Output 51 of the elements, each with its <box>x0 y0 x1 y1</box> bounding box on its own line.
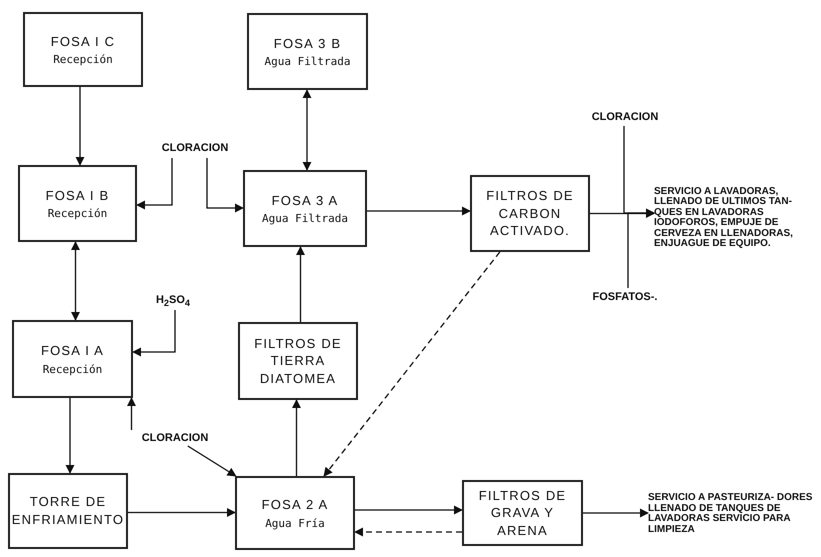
note-text: SERVICIO A PASTEURIZA- DORES LLENADO DE TANQUES DE LAVADORAS SERVICIO PARA LIMPIEZA <box>648 493 814 535</box>
arrow <box>136 158 173 210</box>
arrow <box>70 241 80 321</box>
process-box <box>12 320 133 398</box>
arrow <box>355 505 463 515</box>
process-box <box>23 12 143 87</box>
box-subtitle: Agua Filtrada <box>262 212 348 226</box>
box-subtitle: Agua Filtrada <box>264 55 351 68</box>
process-box <box>243 170 367 247</box>
arrow <box>206 158 244 213</box>
arrow <box>187 445 237 477</box>
box-subtitle: Agua Fría <box>265 516 325 530</box>
box-title: FILTROS DE TIERRA DIATOMEA <box>253 334 343 388</box>
arrow <box>302 89 312 171</box>
process-box <box>8 473 128 549</box>
arrow <box>627 208 655 288</box>
input-label: CLORACION <box>142 432 208 444</box>
box-title: FILTROS DE GRAVA Y ARENA <box>478 486 568 540</box>
process-box <box>18 165 137 242</box>
box-title: FILTROS DE CARBON ACTIVADO. <box>485 187 575 240</box>
box-title: FOSA I B <box>46 186 110 204</box>
box-subtitle: Recepción <box>48 207 108 220</box>
input-label: FOSFATOS-. <box>592 291 658 303</box>
box-title: FOSA 3 B <box>274 34 342 52</box>
process-box <box>462 480 583 546</box>
process-box <box>470 175 590 252</box>
box-title: FOSA I C <box>50 32 116 50</box>
arrow <box>132 310 176 357</box>
arrow <box>292 399 302 476</box>
arrow <box>75 87 85 166</box>
box-title: FOSA 2 A <box>262 496 328 514</box>
box-title: FOSA 3 A <box>272 192 338 210</box>
arrow <box>583 508 649 518</box>
process-box <box>247 13 368 90</box>
box-title: FOSA I A <box>40 342 104 360</box>
arrow <box>296 246 306 322</box>
arrow <box>65 398 75 474</box>
input-label: CLORACION <box>592 111 658 123</box>
arrow <box>367 206 471 216</box>
box-subtitle: Recepción <box>42 362 102 376</box>
process-box <box>235 476 355 550</box>
note-text: SERVICIO A LAVADORAS, LLENADO DE ULTIMOS TAN- QUES EN LAVADORAS IODOFOROS, EMPUJE DE CERVEZA EN LLENADORAS, ENJUAGUE DE EQUIPO. <box>654 186 794 250</box>
arrow <box>126 397 136 430</box>
process-box <box>238 322 358 400</box>
input-label: H$_{2}$SO$_{4}$ <box>156 294 190 308</box>
input-label: CLORACION <box>162 142 228 154</box>
box-title: TORRE DE ENFRIAMIENTO <box>10 493 126 529</box>
arrow <box>128 508 236 518</box>
box-subtitle: Recepción <box>53 53 113 66</box>
arrow <box>323 252 500 477</box>
arrow <box>354 527 462 537</box>
